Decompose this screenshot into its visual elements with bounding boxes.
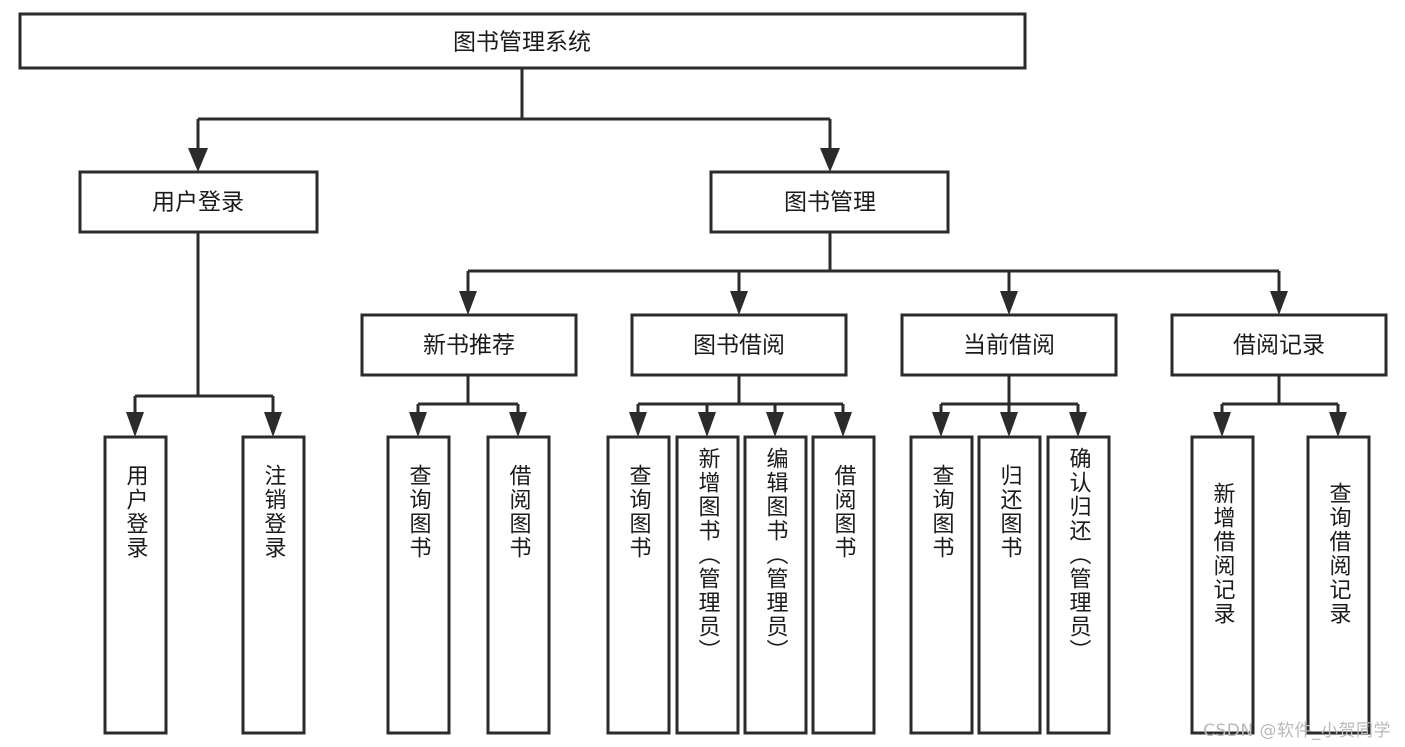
leaf-borrow-book-1-box[interactable]: [486, 435, 551, 735]
node-root-label: 图书管理系统: [453, 30, 591, 56]
node-user-login-label: 用户登录: [152, 190, 244, 216]
node-current-borrow-box[interactable]: [900, 313, 1118, 377]
node-root[interactable]: 图书管理系统: [18, 12, 1027, 70]
arrow-head-leaf-query-record: [1329, 412, 1347, 437]
leaf-add-borrow-record-box[interactable]: [1190, 435, 1255, 735]
arrow-head-book-borrow: [730, 291, 748, 315]
arrow-head-leaf-query-3: [932, 412, 950, 437]
leaf-query-borrow-record-box[interactable]: [1306, 435, 1371, 735]
leaf-confirm-return-admin[interactable]: 确认归还（管理员）: [1046, 435, 1111, 735]
arrow-head-leaf-query-1: [409, 412, 427, 437]
arrow-head-leaf-edit-book: [766, 412, 784, 437]
leaf-add-book-admin-label: 新增图书（管理员）: [695, 447, 721, 663]
leaf-query-book-3-box[interactable]: [909, 435, 974, 735]
node-borrow-record[interactable]: 借阅记录: [1170, 313, 1388, 377]
node-new-book-recommend-box[interactable]: [360, 313, 578, 377]
leaf-user-login[interactable]: 用户登录: [103, 435, 168, 735]
leaf-query-book-2[interactable]: 查询图书: [606, 435, 671, 735]
node-root-box[interactable]: [18, 12, 1027, 70]
leaf-query-book-3[interactable]: 查询图书: [909, 435, 974, 735]
arrow-head-leaf-borrow-1: [509, 412, 527, 437]
leaf-borrow-book-2[interactable]: 借阅图书: [811, 435, 876, 735]
connector-group-userlogin-leaves: [126, 232, 282, 437]
leaf-query-book-2-box[interactable]: [606, 435, 671, 735]
leaf-query-book-1-box[interactable]: [386, 435, 451, 735]
arrow-head-leaf-query-2: [629, 412, 647, 437]
node-new-book-recommend[interactable]: 新书推荐: [360, 313, 578, 377]
node-book-management-label: 图书管理: [784, 190, 876, 216]
arrow-head-leaf-add-book: [698, 412, 716, 437]
leaf-return-book-label: 归还图书: [997, 464, 1023, 560]
leaf-query-book-1[interactable]: 查询图书: [386, 435, 451, 735]
arrow-head-leaf-borrow-2: [834, 412, 852, 437]
leaf-query-borrow-record[interactable]: 查询借阅记录: [1306, 435, 1371, 735]
connector-group-newbook-leaves: [409, 375, 527, 437]
arrow-head-leaf-user-login: [126, 412, 144, 437]
arrow-head-leaf-logout: [264, 412, 282, 437]
arrow-head-leaf-return: [1000, 412, 1018, 437]
arrow-head-borrow-record: [1270, 291, 1288, 315]
leaf-return-book-box[interactable]: [977, 435, 1042, 735]
leaf-confirm-return-admin-label: 确认归还（管理员）: [1066, 447, 1092, 663]
leaf-query-book-1-label: 查询图书: [406, 464, 432, 560]
leaf-user-login-label: 用户登录: [123, 464, 149, 560]
connector-group-root-to-level2: [188, 68, 840, 172]
leaf-logout-login-box[interactable]: [241, 435, 306, 735]
node-current-borrow-label: 当前借阅: [963, 333, 1055, 359]
arrow-head-new-book: [459, 291, 477, 315]
leaf-confirm-return-admin-box[interactable]: [1046, 435, 1111, 735]
csdn-watermark: CSDN @软件_小贺同学: [1203, 721, 1391, 741]
node-user-login-box[interactable]: [78, 170, 319, 234]
leaf-add-book-admin-box[interactable]: [675, 435, 740, 735]
arrow-head-book-management: [820, 148, 840, 172]
node-book-borrow-box[interactable]: [630, 313, 848, 377]
connector-group-bookborrow-leaves: [629, 375, 852, 437]
node-book-management[interactable]: 图书管理: [709, 170, 950, 234]
arrow-head-leaf-confirm-return: [1069, 412, 1087, 437]
node-current-borrow[interactable]: 当前借阅: [900, 313, 1118, 377]
leaf-edit-book-admin-label: 编辑图书（管理员）: [763, 447, 789, 663]
node-borrow-record-label: 借阅记录: [1233, 333, 1325, 359]
node-new-book-recommend-label: 新书推荐: [423, 333, 515, 359]
leaf-query-borrow-record-label: 查询借阅记录: [1326, 482, 1352, 626]
node-book-borrow[interactable]: 图书借阅: [630, 313, 848, 377]
leaf-query-book-2-label: 查询图书: [626, 464, 652, 560]
arrow-head-user-login: [188, 148, 208, 172]
node-book-borrow-label: 图书借阅: [693, 333, 785, 359]
leaf-user-login-box[interactable]: [103, 435, 168, 735]
node-user-login[interactable]: 用户登录: [78, 170, 319, 234]
node-book-management-box[interactable]: [709, 170, 950, 234]
arrow-head-leaf-add-record: [1213, 412, 1231, 437]
leaf-add-borrow-record[interactable]: 新增借阅记录: [1190, 435, 1255, 735]
leaf-logout-login-label: 注销登录: [261, 464, 287, 560]
leaf-return-book[interactable]: 归还图书: [977, 435, 1042, 735]
arrow-head-current-borrow: [1000, 291, 1018, 315]
connector-group-bookmgmt-to-level3: [459, 232, 1288, 315]
connector-group-currentborrow-leaves: [932, 375, 1087, 437]
leaf-logout-login[interactable]: 注销登录: [241, 435, 306, 735]
leaf-borrow-book-1-label: 借阅图书: [506, 464, 532, 560]
node-borrow-record-box[interactable]: [1170, 313, 1388, 377]
leaf-borrow-book-1[interactable]: 借阅图书: [486, 435, 551, 735]
leaf-borrow-book-2-box[interactable]: [811, 435, 876, 735]
leaf-add-book-admin[interactable]: 新增图书（管理员）: [675, 435, 740, 735]
leaf-borrow-book-2-label: 借阅图书: [831, 464, 857, 560]
leaf-edit-book-admin[interactable]: 编辑图书（管理员）: [743, 435, 808, 735]
leaf-add-borrow-record-label: 新增借阅记录: [1210, 482, 1236, 626]
connector-group-borrowrecord-leaves: [1213, 375, 1347, 437]
leaf-query-book-3-label: 查询图书: [929, 464, 955, 560]
leaf-edit-book-admin-box[interactable]: [743, 435, 808, 735]
